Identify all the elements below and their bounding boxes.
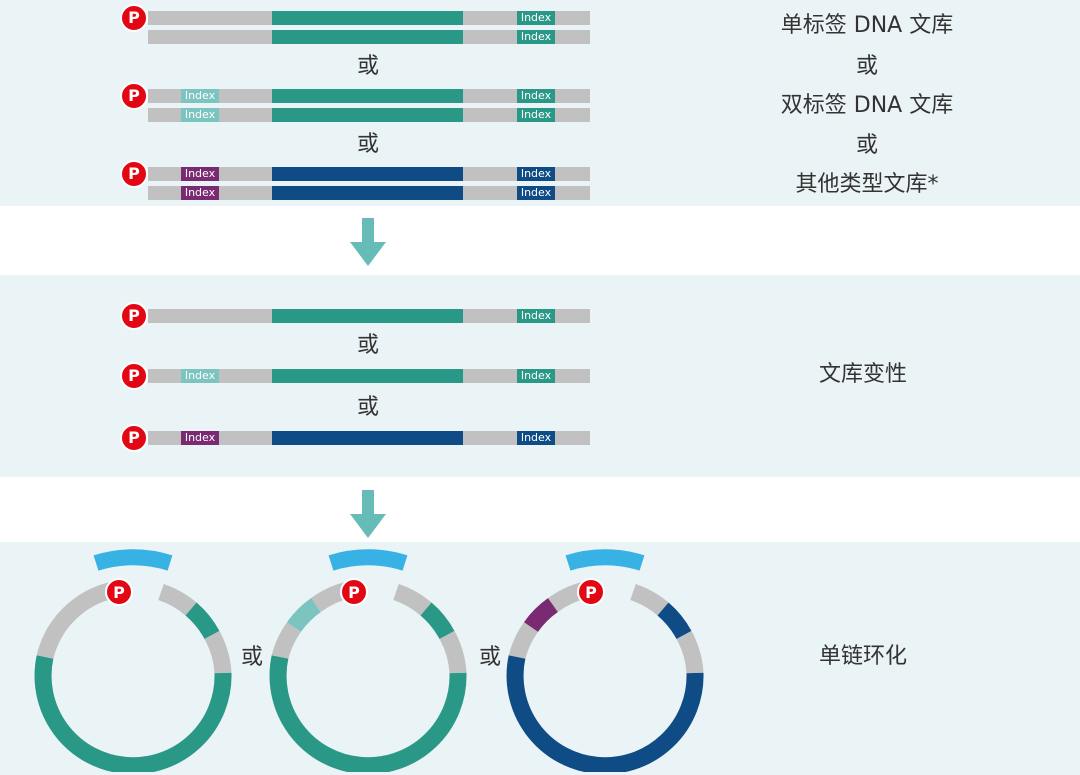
phosphate-icon: P (120, 4, 148, 32)
or-text: 或 (356, 395, 379, 420)
dna-strand-bottom: Index Index (148, 186, 590, 200)
dna-strand-top: Index Index (148, 89, 590, 103)
label-denature: 文库变性 (818, 362, 907, 387)
index-tag: Index (181, 89, 219, 103)
phosphate-icon: P (348, 583, 360, 602)
or-text: 或 (478, 645, 501, 670)
or-text: 或 (855, 133, 878, 158)
down-arrow-icon (350, 218, 386, 266)
dna-strand-bottom: Index Index (148, 108, 590, 122)
dna-strand-top: Index (148, 11, 590, 25)
label-circularize: 单链环化 (818, 644, 907, 669)
insert-segment (272, 431, 463, 445)
insert-segment (272, 11, 463, 25)
phosphate-icon: P (120, 160, 148, 188)
index-tag: Index (517, 186, 555, 200)
insert-segment (272, 89, 463, 103)
insert-segment (272, 167, 463, 181)
index-tag: Index (181, 108, 219, 122)
label-other-library: 其他类型文库* (795, 172, 939, 197)
or-text: 或 (356, 54, 379, 79)
phosphate-icon: P (113, 583, 125, 602)
or-text: 或 (356, 132, 379, 157)
index-tag: Index (517, 30, 555, 44)
phosphate-icon: P (120, 424, 148, 452)
index-tag: Index (517, 309, 555, 323)
index-tag: Index (181, 186, 219, 200)
index-tag: Index (517, 11, 555, 25)
circular-ssdna-single-index: P (34, 549, 232, 772)
insert-segment (272, 30, 463, 44)
ssdna-strand: Index Index (148, 369, 590, 383)
insert-segment (272, 369, 463, 383)
or-text: 或 (356, 333, 379, 358)
phosphate-icon: P (120, 82, 148, 110)
or-text: 或 (855, 54, 878, 79)
ssdna-strand: Index Index (148, 431, 590, 445)
index-tag: Index (181, 431, 219, 445)
insert-segment (272, 309, 463, 323)
circular-ssdna-other: P (506, 549, 704, 772)
phosphate-icon: P (120, 302, 148, 330)
down-arrow-icon (350, 490, 386, 538)
index-tag: Index (517, 431, 555, 445)
or-text: 或 (240, 645, 263, 670)
circular-ssdna-dual-index: P (269, 549, 467, 772)
ssdna-strand: Index (148, 309, 590, 323)
label-dual-index: 双标签 DNA 文库 (780, 93, 954, 118)
label-single-index: 单标签 DNA 文库 (780, 13, 954, 38)
index-tag: Index (181, 369, 219, 383)
insert-segment (272, 186, 463, 200)
dna-strand-top: Index Index (148, 167, 590, 181)
index-tag: Index (181, 167, 219, 181)
insert-segment (272, 108, 463, 122)
index-tag: Index (517, 89, 555, 103)
index-tag: Index (517, 167, 555, 181)
phosphate-icon: P (585, 583, 597, 602)
phosphate-icon: P (120, 362, 148, 390)
dna-strand-bottom: Index (148, 30, 590, 44)
index-tag: Index (517, 108, 555, 122)
index-tag: Index (517, 369, 555, 383)
